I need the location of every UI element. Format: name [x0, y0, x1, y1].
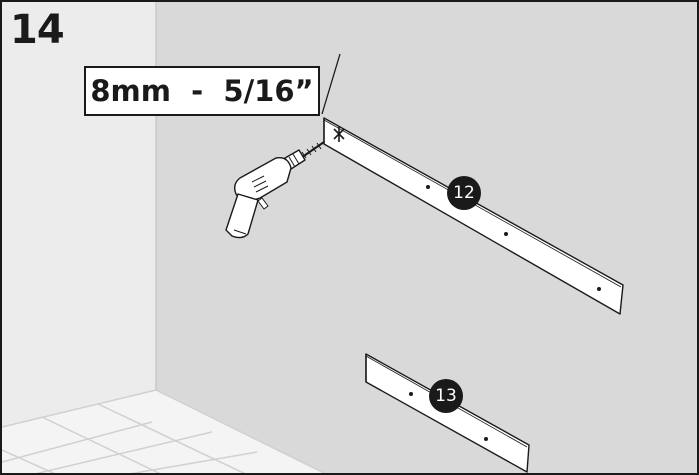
rail-13-hole	[484, 437, 488, 441]
tiled-floor	[2, 389, 326, 473]
rail-12-hole	[426, 185, 430, 189]
power-drill-icon	[225, 141, 325, 239]
rail-part-13	[365, 353, 530, 473]
leader-line	[321, 53, 341, 115]
step-number: 14	[10, 7, 65, 53]
rail-12-hole	[504, 232, 508, 236]
drill-bit-size-label: 8mm - 5/16”	[84, 66, 320, 116]
drill-point-icon	[333, 126, 345, 142]
part-badge-12: 12	[447, 176, 481, 210]
rail-13-hole	[409, 392, 413, 396]
rail-12-hole	[597, 287, 601, 291]
part-badge-13: 13	[429, 379, 463, 413]
